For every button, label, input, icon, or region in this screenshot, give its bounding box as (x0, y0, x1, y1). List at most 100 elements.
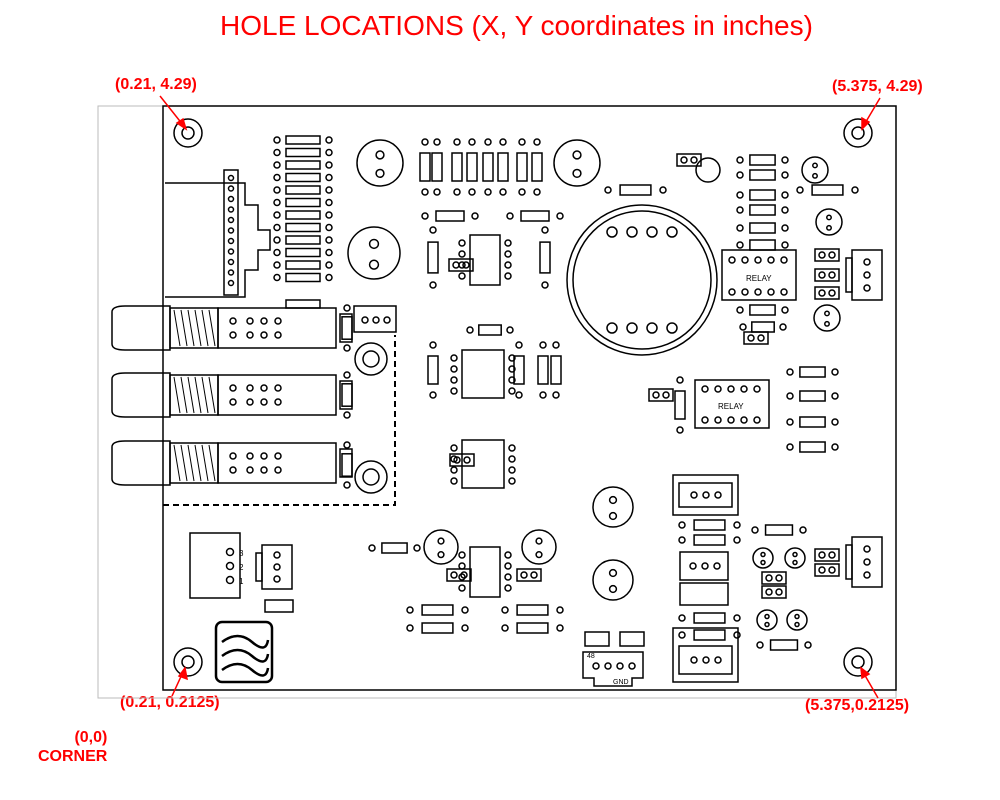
ic-body (461, 439, 505, 489)
component-pad (413, 544, 421, 552)
ic-pin (458, 250, 466, 258)
component-pad (506, 326, 514, 334)
component-pad (678, 631, 686, 639)
component-body (531, 152, 543, 182)
component-body (513, 355, 525, 385)
resistor-pad (273, 273, 281, 282)
capacitor (815, 208, 843, 236)
component-pad (518, 138, 526, 146)
component-body (693, 612, 726, 624)
resistor-pad (325, 173, 333, 182)
component-pad (733, 536, 741, 544)
component-body (421, 604, 454, 616)
component-pad (733, 631, 741, 639)
arrow-top-left (159, 95, 184, 126)
ic-pin (508, 477, 516, 485)
jack-pin (246, 452, 254, 460)
component-pad (733, 521, 741, 529)
header-pin (828, 251, 836, 259)
ic-pin (458, 272, 466, 280)
resistor-body (285, 172, 321, 183)
origin-coords: (0,0) (74, 729, 108, 746)
component-pad (518, 188, 526, 196)
component-pad (533, 138, 541, 146)
component-body (482, 152, 494, 182)
component-body (427, 355, 439, 385)
component-pad (831, 443, 839, 451)
jack-thread-line (180, 376, 188, 414)
dashed-outline (163, 335, 396, 506)
component-pad (786, 368, 794, 376)
pin-1-label: 1 (239, 577, 244, 586)
ic-pin (508, 354, 516, 362)
header-pin (690, 156, 698, 164)
component-pad (461, 606, 469, 614)
component-pad (781, 191, 789, 199)
jack-thread-line (194, 309, 202, 347)
capacitors (347, 139, 843, 631)
component-body (749, 239, 776, 251)
component-pad (453, 188, 461, 196)
jack-thread-line (187, 444, 195, 482)
hole-label-top-left: (0.21, 4.29) (115, 76, 197, 93)
right-connectors (845, 249, 883, 588)
component-pad (484, 138, 492, 146)
capacitor (347, 226, 401, 280)
capacitor (801, 156, 829, 184)
resistor-body (285, 299, 321, 309)
component-pad (343, 304, 351, 312)
resistor-pad (325, 148, 333, 157)
component-pad (736, 156, 744, 164)
jack-pin (229, 452, 237, 460)
component-body (693, 629, 726, 641)
component-pad (736, 171, 744, 179)
component-body (769, 639, 799, 651)
header (743, 331, 769, 345)
connector-pin (227, 227, 235, 234)
component-body (381, 542, 408, 554)
ic-pin (504, 562, 512, 570)
connector-pin (227, 174, 235, 182)
ic-pin (458, 584, 466, 592)
relay-1-label: RELAY (746, 274, 772, 283)
component-pad (781, 171, 789, 179)
toroid-transformer (566, 204, 718, 356)
header-pin (765, 588, 773, 596)
capacitor-pad (437, 537, 445, 545)
header-pin (828, 289, 836, 297)
component-pad (733, 614, 741, 622)
component-pad (676, 376, 684, 384)
component-pad (779, 323, 787, 331)
header-pin (775, 574, 783, 582)
component-body (749, 304, 776, 316)
component-pad (804, 641, 812, 649)
jack-pin (274, 317, 282, 325)
jack-pin (260, 452, 268, 460)
component-pad (739, 323, 747, 331)
header (761, 571, 787, 585)
component-pad (799, 526, 807, 534)
component-pad (429, 341, 437, 349)
capacitor-pad (824, 310, 830, 317)
component-pad (421, 188, 429, 196)
component-pad (515, 341, 523, 349)
jack-pin (246, 317, 254, 325)
trimmer-pot (695, 157, 721, 183)
jack-thread-line (208, 309, 216, 347)
component-pad (851, 186, 859, 194)
component-pad (756, 641, 764, 649)
header-pin (450, 571, 458, 579)
component-pad (736, 206, 744, 214)
header (814, 248, 840, 262)
capacitor-pad (812, 162, 818, 169)
left-connector (165, 169, 271, 298)
jack-pin (246, 466, 254, 474)
resistor-pad (325, 236, 333, 244)
component-pad (659, 186, 667, 194)
ic-body (469, 234, 501, 286)
jack-pin (229, 384, 237, 392)
jack-thread-line (194, 444, 202, 482)
component-body (516, 152, 528, 182)
ic-pin (450, 444, 458, 452)
